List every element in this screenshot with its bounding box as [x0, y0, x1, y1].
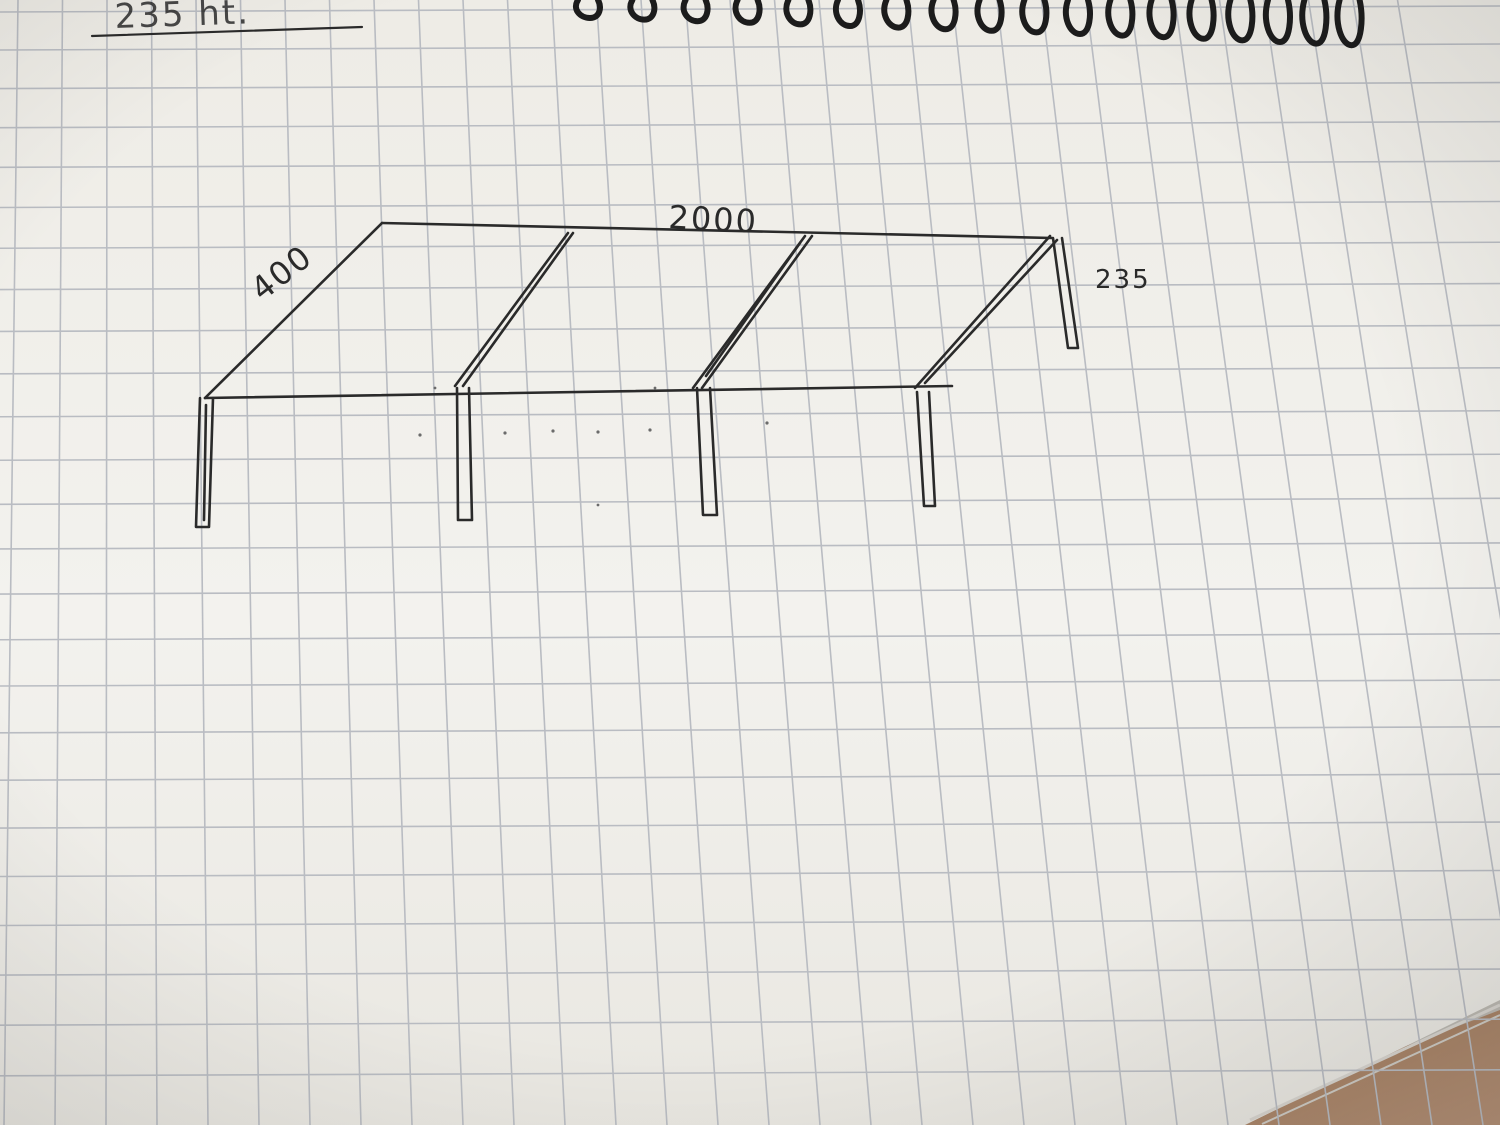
leg-1 — [194, 396, 215, 529]
binding-ring — [627, 0, 658, 23]
binding-ring — [1019, 0, 1050, 36]
binding-ring — [881, 0, 912, 31]
front-rail — [203, 384, 954, 400]
binding-ring — [928, 0, 959, 33]
cross-member-1 — [453, 231, 570, 388]
binding-ring — [1262, 0, 1293, 46]
binding-ring — [1062, 0, 1093, 38]
binding-ring — [832, 0, 863, 30]
cross-member-1b — [461, 231, 575, 388]
leg-back — [1051, 236, 1080, 350]
left-depth-edge — [203, 221, 384, 400]
cross-member-3b — [923, 238, 1059, 385]
cross-member-2b — [700, 234, 814, 390]
spiral-binding — [572, 0, 1365, 49]
pencil-dots — [418, 386, 769, 507]
binding-ring — [783, 0, 814, 28]
binding-ring — [1225, 0, 1256, 44]
binding-ring — [732, 0, 763, 26]
leg-2 — [455, 386, 474, 522]
cross-member-3 — [913, 234, 1052, 390]
binding-ring — [1186, 0, 1217, 42]
dimension-length-label: 2000 — [668, 198, 759, 241]
binding-ring — [1334, 0, 1365, 49]
scribble-note: 235 ht. — [114, 0, 251, 37]
binding-ring — [1105, 0, 1136, 39]
leg-1-inner — [202, 403, 208, 522]
cross-member-2c — [704, 241, 802, 378]
back-rail — [380, 221, 1054, 240]
binding-ring — [974, 0, 1005, 34]
binding-ring — [1146, 0, 1177, 41]
leg-4 — [915, 390, 937, 508]
scribble-underline — [90, 25, 364, 38]
binding-ring — [572, 0, 603, 22]
dimension-height-label: 235 — [1095, 265, 1151, 295]
binding-ring — [1299, 0, 1330, 47]
leg-3 — [695, 386, 719, 517]
binding-ring — [680, 0, 711, 25]
